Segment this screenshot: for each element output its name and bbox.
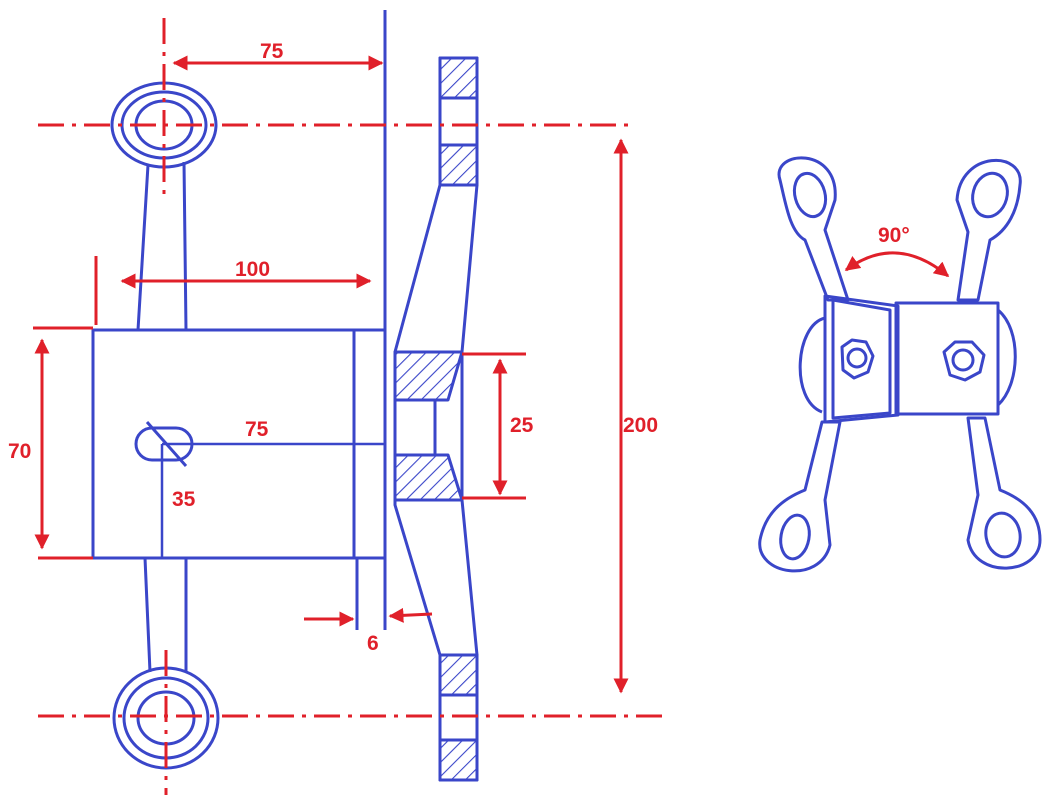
flange-section-bottom-1 [438, 653, 479, 697]
hex-nut-left [840, 338, 875, 380]
label-glass-gap: 6 [367, 632, 379, 655]
dimension-lines [33, 55, 629, 694]
arm-top-left [777, 156, 850, 302]
flange-section-top-2 [438, 143, 479, 187]
eyelet-top-left [792, 171, 828, 219]
label-bolt-height: 35 [172, 488, 196, 511]
eyelet-top-right [971, 171, 1009, 219]
label-hub-height: 70 [8, 440, 31, 463]
center-lines [38, 18, 668, 795]
perspective-view [758, 156, 1042, 573]
dimension-labels: 75 100 70 75 35 6 25 200 [8, 40, 658, 655]
label-total-span: 200 [623, 414, 658, 437]
side-view [91, 10, 479, 782]
hub-block-left [823, 294, 900, 424]
countersink-top [393, 350, 464, 402]
eyelet-bottom-right [984, 511, 1022, 559]
nut-hole-left [846, 347, 868, 369]
hub-block-right [894, 301, 1000, 416]
arm-top-right [955, 158, 1022, 302]
flange-section-bottom-2 [438, 738, 479, 782]
nut-hole-right [951, 348, 975, 372]
eyelet-bottom-left [779, 513, 811, 561]
countersink-bottom [393, 453, 464, 502]
hub-block-left-face [831, 298, 892, 420]
label-arm-angle: 90° [878, 224, 910, 247]
flange-section-top-1 [438, 56, 479, 100]
label-arm-offset: 75 [260, 40, 284, 63]
label-bolt-offset: 75 [245, 418, 269, 441]
hub-lug-right [996, 308, 1017, 407]
hex-nut-right [942, 340, 986, 382]
hub-lug-left [798, 316, 826, 414]
label-countersink-depth: 25 [510, 414, 534, 437]
arm-bottom-right [966, 416, 1042, 570]
top-arm [136, 161, 188, 331]
angle-arc [844, 251, 950, 278]
bottom-arm [143, 557, 188, 673]
label-arm-reach: 100 [235, 258, 270, 281]
arm-bottom-left [758, 420, 842, 573]
gap-arrow-right [388, 607, 433, 623]
